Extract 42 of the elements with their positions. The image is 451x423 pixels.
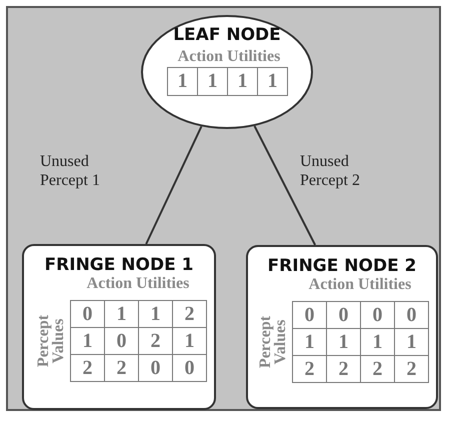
connector-line [254, 126, 316, 246]
utility-value: 2 [361, 356, 394, 382]
row-heading: Percept Values [36, 313, 66, 369]
utility-value: 2 [139, 328, 172, 354]
node-title: LEAF NODE [172, 25, 282, 45]
utility-value: 2 [327, 356, 360, 382]
column-heading: Action Utilities [176, 48, 282, 66]
utility-value: 0 [293, 302, 326, 328]
fringe-node-box [246, 245, 438, 409]
utility-value: 0 [327, 302, 360, 328]
utility-value: 1 [71, 328, 104, 354]
column-heading: Action Utilities [308, 276, 412, 294]
utility-value: 0 [361, 302, 394, 328]
utility-value: 1 [168, 68, 197, 95]
utility-value: 1 [293, 329, 326, 355]
utility-value: 0 [395, 302, 428, 328]
utility-value: 1 [327, 329, 360, 355]
utility-value: 1 [139, 301, 172, 327]
utility-value: 2 [105, 355, 138, 381]
utility-value: 2 [395, 356, 428, 382]
utility-value: 1 [258, 68, 287, 95]
utility-value: 1 [395, 329, 428, 355]
utility-value: 0 [71, 301, 104, 327]
utility-value: 0 [173, 355, 206, 381]
column-heading: Action Utilities [86, 275, 190, 293]
utility-value: 0 [105, 328, 138, 354]
utility-value: 0 [139, 355, 172, 381]
edge-label: Unused Percept 2 [300, 152, 361, 190]
utility-value: 1 [198, 68, 227, 95]
utility-value: 2 [173, 301, 206, 327]
utility-value: 1 [105, 301, 138, 327]
utility-value: 2 [71, 355, 104, 381]
utility-value: 1 [361, 329, 394, 355]
utility-value: 2 [293, 356, 326, 382]
edge-label: Unused Percept 1 [40, 152, 101, 190]
fringe-node-box [22, 244, 216, 410]
utility-value: 1 [228, 68, 257, 95]
node-title: FRINGE NODE 2 [266, 256, 418, 276]
row-heading: Percept Values [258, 314, 288, 370]
connector-line [145, 126, 202, 244]
node-title: FRINGE NODE 1 [44, 255, 194, 275]
utility-value: 1 [173, 328, 206, 354]
